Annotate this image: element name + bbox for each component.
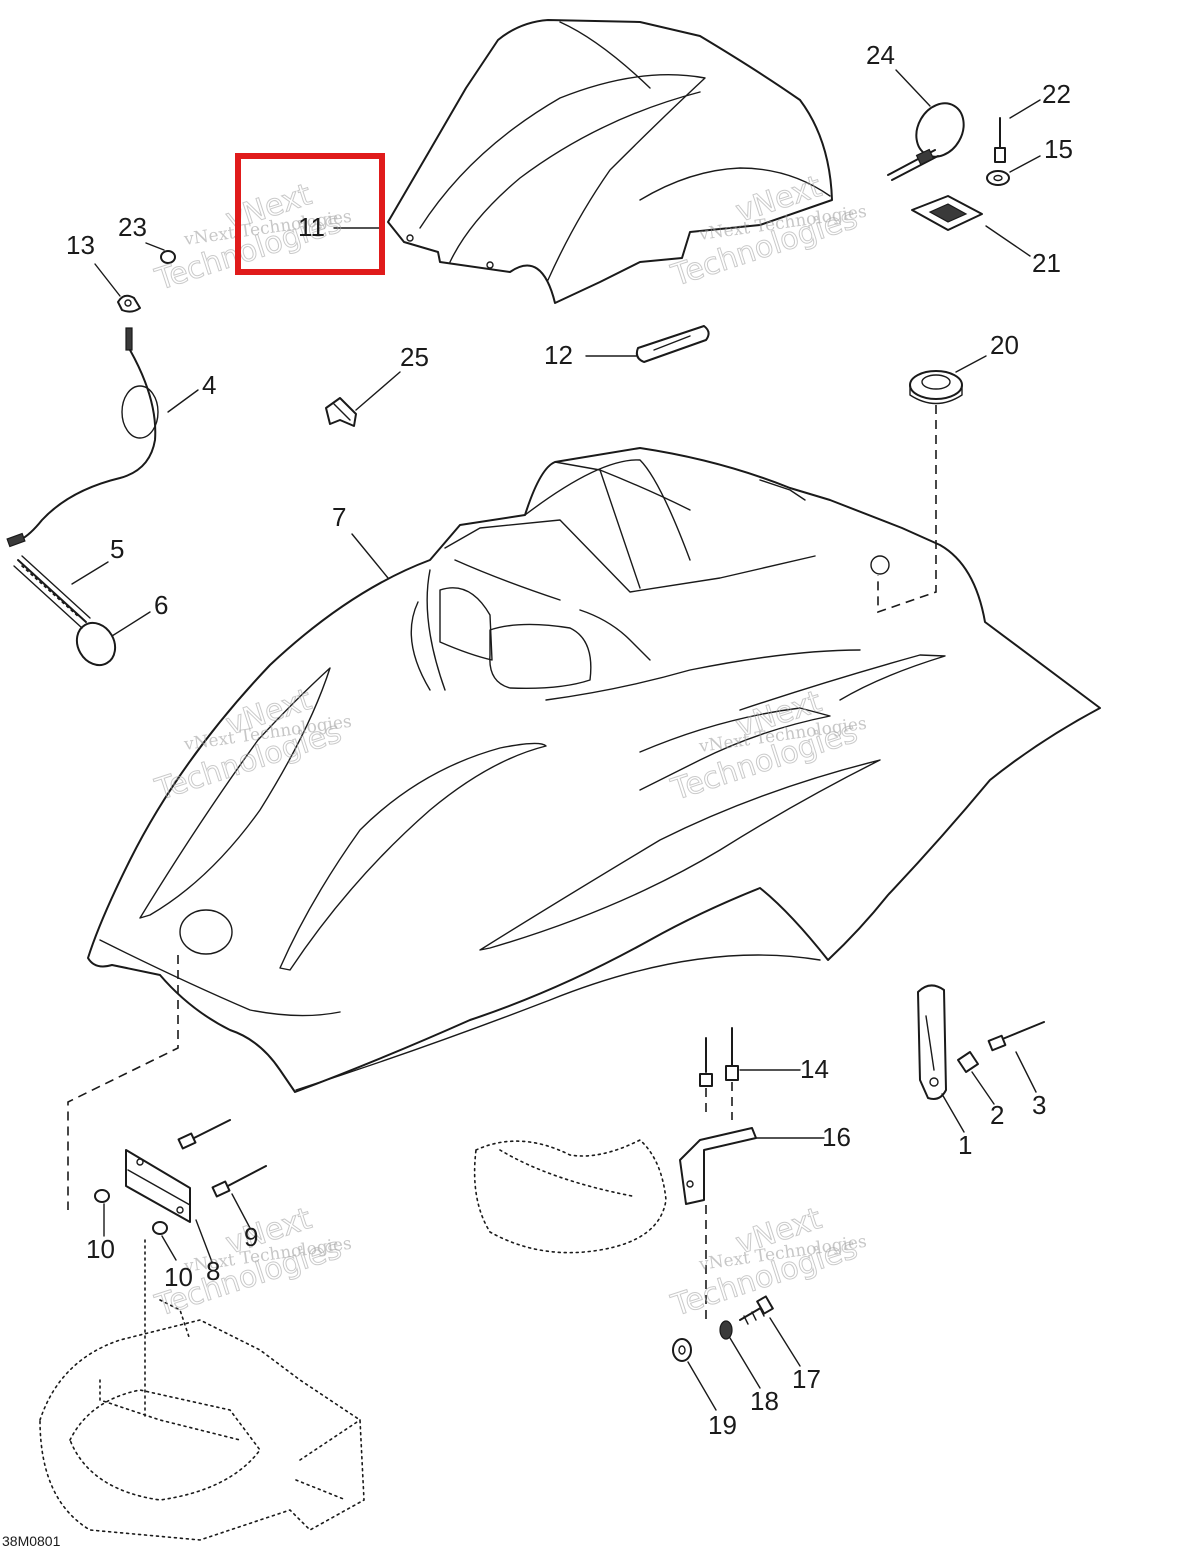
callout-6[interactable]: 6 [154, 590, 168, 620]
callout-18[interactable]: 18 [750, 1386, 779, 1416]
callout-3[interactable]: 3 [1032, 1090, 1046, 1120]
strap-part-12[interactable] [635, 325, 710, 363]
screw-part-17[interactable] [739, 1295, 774, 1325]
nut-part-10b[interactable] [152, 1221, 168, 1235]
diagram-code: 38M0801 [2, 1533, 61, 1549]
rivet-part-3[interactable] [987, 1021, 1045, 1052]
washer-part-23[interactable] [160, 250, 176, 264]
ring-part-6[interactable] [69, 616, 122, 672]
callout-21[interactable]: 21 [1032, 248, 1061, 278]
mount-part-21[interactable] [911, 195, 983, 231]
rivet-part-9[interactable] [177, 1119, 267, 1198]
cable-part-4[interactable] [6, 327, 159, 548]
callout-12[interactable]: 12 [544, 340, 573, 370]
grommet-part-20[interactable] [909, 370, 963, 405]
callout-20[interactable]: 20 [990, 330, 1019, 360]
washer-part-18[interactable] [719, 1320, 733, 1340]
storage-tray-outline [473, 1139, 667, 1254]
grommet-guide-line [877, 405, 937, 614]
callout-9[interactable]: 9 [244, 1222, 258, 1252]
washer-part-15[interactable] [986, 170, 1010, 186]
bracket-part-16[interactable] [679, 1127, 757, 1320]
callout-2[interactable]: 2 [990, 1100, 1004, 1130]
callout-labels: 11 13 23 4 5 6 7 25 12 24 22 15 21 20 1 … [66, 40, 1073, 1440]
rivet-part-14[interactable] [699, 1027, 739, 1120]
callout-1[interactable]: 1 [958, 1130, 972, 1160]
callout-14[interactable]: 14 [800, 1054, 829, 1084]
washer-part-19[interactable] [672, 1338, 692, 1362]
callout-19[interactable]: 19 [708, 1410, 737, 1440]
rod-part-5[interactable] [13, 555, 91, 629]
callout-10[interactable]: 10 [164, 1262, 193, 1292]
callout-16[interactable]: 16 [822, 1122, 851, 1152]
windshield-part[interactable] [387, 19, 833, 304]
bumper-outline [39, 1239, 365, 1541]
highlight-box [235, 153, 385, 275]
callout-11[interactable]: 11 [298, 212, 325, 242]
clip-part-13[interactable] [117, 294, 141, 313]
callout-24[interactable]: 24 [866, 40, 895, 70]
callout-5[interactable]: 5 [110, 534, 124, 564]
callout-22[interactable]: 22 [1042, 79, 1071, 109]
callout-8[interactable]: 8 [206, 1256, 220, 1286]
callout-10[interactable]: 10 [86, 1234, 115, 1264]
clip-part-25[interactable] [325, 397, 357, 427]
callout-4[interactable]: 4 [202, 370, 216, 400]
callout-17[interactable]: 17 [792, 1364, 821, 1394]
strap-part-24[interactable] [887, 95, 973, 181]
latch-part-1[interactable] [917, 984, 947, 1100]
rivet-part-22[interactable] [994, 117, 1006, 163]
nut-part-10a[interactable] [94, 1189, 110, 1203]
hood-part[interactable] [87, 447, 1101, 1093]
callout-25[interactable]: 25 [400, 342, 429, 372]
callout-23[interactable]: 23 [118, 212, 147, 242]
bushing-part-2[interactable] [957, 1051, 979, 1073]
hinge-guide-line [67, 955, 179, 1210]
hinge-part-8[interactable] [125, 1149, 191, 1223]
callout-7[interactable]: 7 [332, 502, 346, 532]
callout-13[interactable]: 13 [66, 230, 95, 260]
callout-15[interactable]: 15 [1044, 134, 1073, 164]
leader-lines [71, 69, 1041, 1411]
